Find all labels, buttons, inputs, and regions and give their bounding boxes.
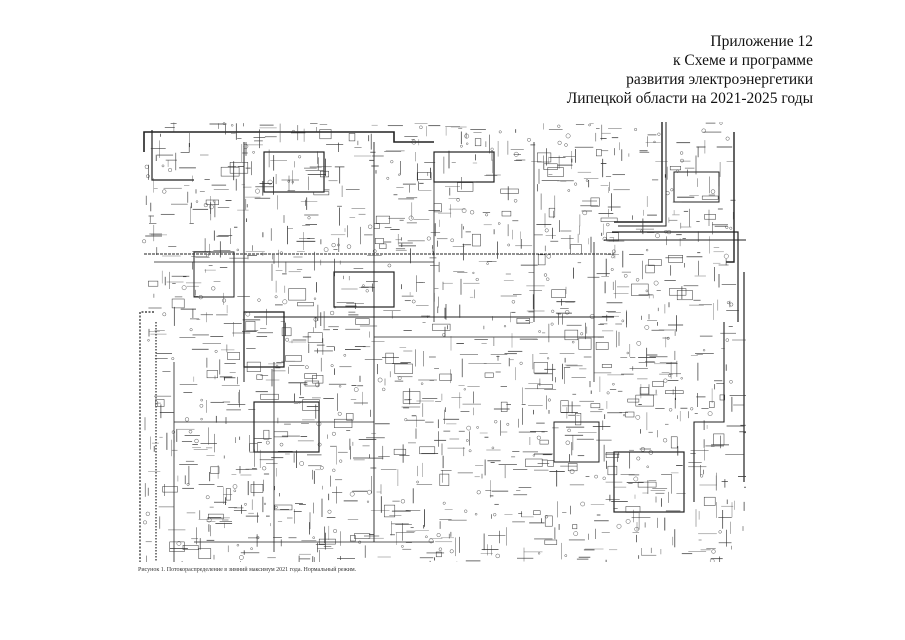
header-line-4: Липецкой области на 2021-2025 годы	[566, 90, 813, 107]
appendix-header: Приложение 12 к Схеме и программе развит…	[567, 32, 813, 108]
header-line-3: развития электроэнергетики	[626, 71, 813, 88]
header-line-2: к Схеме и программе	[673, 52, 813, 69]
header-line-1: Приложение 12	[710, 33, 813, 50]
figure-caption: Рисунок 1. Потокораспределение в зимний …	[138, 567, 357, 573]
schematic-drawing	[139, 122, 746, 562]
power-grid-schematic	[134, 122, 746, 562]
